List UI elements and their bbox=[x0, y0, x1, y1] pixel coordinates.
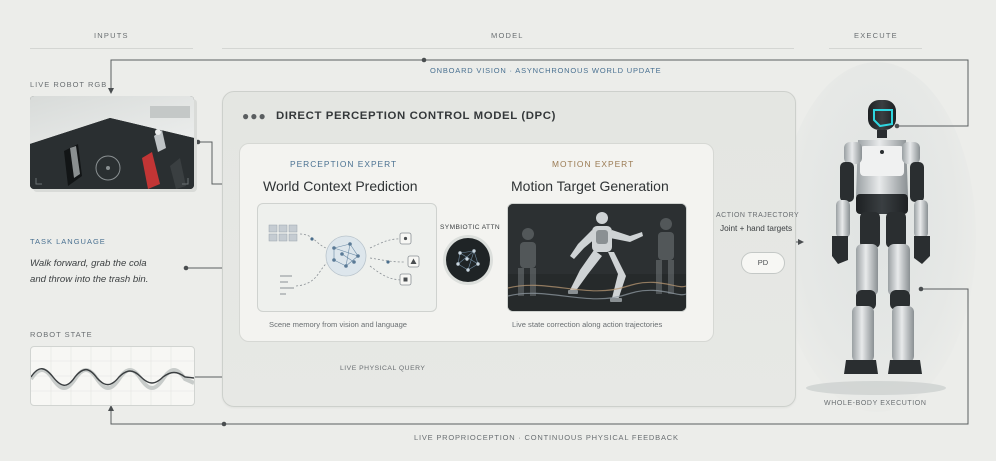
motion-expert-title: Motion Target Generation bbox=[511, 178, 669, 194]
bottom-loop-label: LIVE PROPRIOCEPTION · CONTINUOUS PHYSICA… bbox=[414, 433, 679, 442]
column-header-inputs: INPUTS bbox=[94, 31, 129, 40]
task-instruction-line1: Walk forward, grab the cola bbox=[30, 258, 147, 269]
perception-expert-title: World Context Prediction bbox=[263, 178, 418, 194]
symbiotic-attn-label: SYMBIOTIC ATTN bbox=[440, 224, 501, 231]
dpc-model-title: DIRECT PERCEPTION CONTROL MODEL (DPC) bbox=[276, 110, 556, 122]
action-trajectory-sub: Joint + hand targets bbox=[720, 224, 793, 233]
rgb-input-label: LIVE ROBOT RGB bbox=[30, 80, 108, 89]
perception-caption: Scene memory from vision and language bbox=[269, 320, 408, 329]
column-header-model: MODEL bbox=[491, 31, 524, 40]
robot-state-waveform bbox=[31, 347, 194, 405]
divider-inputs bbox=[30, 48, 193, 49]
perception-expert-tag: PERCEPTION EXPERT bbox=[290, 159, 398, 169]
robot-state-label: ROBOT STATE bbox=[30, 330, 93, 339]
robot-state-plot bbox=[30, 346, 195, 406]
action-trajectory-label: ACTION TRAJECTORY bbox=[716, 212, 800, 219]
panel-menu-icon: ●●● bbox=[242, 109, 267, 123]
top-feedback-line bbox=[110, 59, 969, 127]
bottom-feedback-line bbox=[110, 288, 969, 425]
rgb-camera-image bbox=[30, 96, 194, 189]
motion-robot-image bbox=[508, 204, 686, 311]
motion-expert-tag: MOTION EXPERT bbox=[552, 159, 635, 169]
pd-controller-badge: PD bbox=[741, 252, 785, 274]
motion-caption: Live state correction along action traje… bbox=[512, 320, 663, 329]
divider-model bbox=[222, 48, 794, 49]
whole-body-execution-label: WHOLE-BODY EXECUTION bbox=[824, 400, 927, 407]
column-header-execute: EXECUTE bbox=[854, 31, 898, 40]
live-physical-query-label: LIVE PHYSICAL QUERY bbox=[340, 365, 426, 372]
humanoid-robot bbox=[806, 100, 946, 395]
rgb-camera-frame bbox=[30, 96, 194, 189]
divider-execute bbox=[829, 48, 922, 49]
symbiotic-attn-node bbox=[446, 238, 490, 282]
task-language-label: TASK LANGUAGE bbox=[30, 237, 106, 246]
attention-network-icon bbox=[456, 249, 480, 272]
top-loop-label: ONBOARD VISION · ASYNCHRONOUS WORLD UPDA… bbox=[430, 66, 662, 75]
motion-image-card bbox=[507, 203, 687, 312]
perception-diagram-card bbox=[257, 203, 437, 312]
perception-network-diagram bbox=[268, 224, 420, 295]
task-instruction-line2: and throw into the trash bin. bbox=[30, 274, 149, 285]
